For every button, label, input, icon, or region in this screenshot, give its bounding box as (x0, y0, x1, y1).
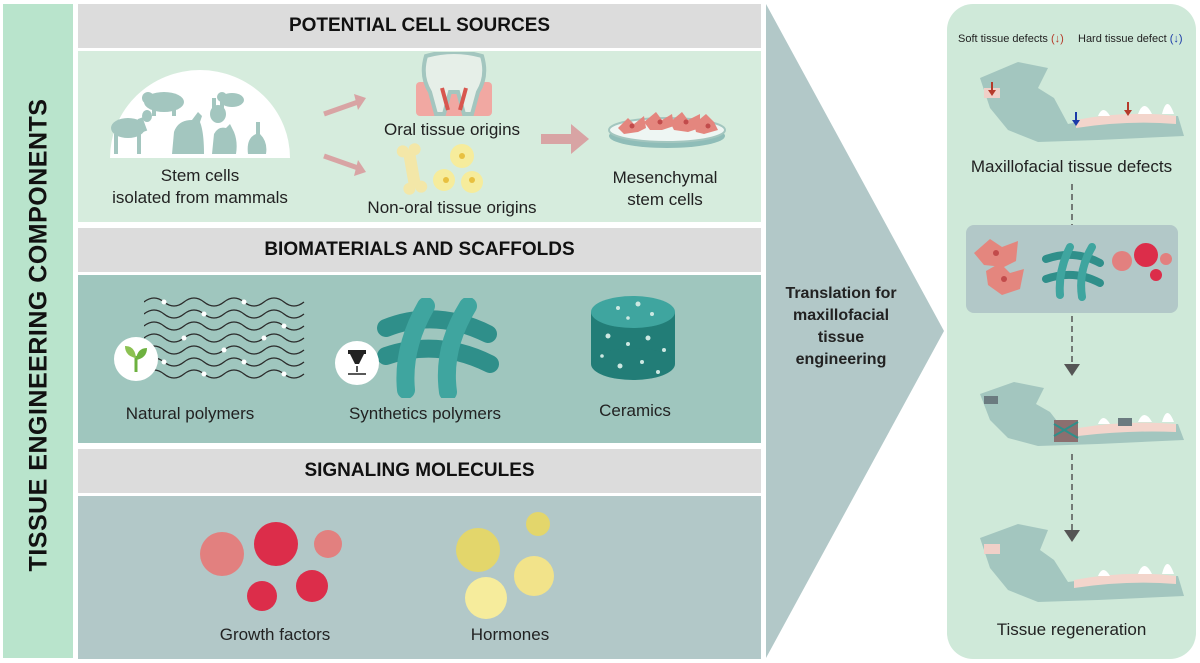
3d-printer-nozzle-icon (335, 341, 379, 385)
msc-label-2: stem cells (627, 190, 703, 209)
translation-line-4: engineering (795, 351, 887, 368)
signaling-section-panel (78, 496, 761, 659)
to-msc-arrow (541, 124, 589, 154)
sidebar-title-bar: TISSUE ENGINEERING COMPONENTS (3, 4, 73, 658)
mammals-illustration (110, 70, 290, 158)
legend-hard-label: Hard tissue defect (↓) (1078, 33, 1183, 45)
defects-label: Maxillofacial tissue defects (970, 157, 1173, 176)
oral-origins-label: Oral tissue origins (383, 120, 521, 139)
petri-dish-illustration (608, 112, 726, 148)
jaw-with-scaffolds-illustration (980, 382, 1184, 446)
biomaterials-section-header: BIOMATERIALS AND SCAFFOLDS (78, 228, 761, 272)
signaling-section-header: SIGNALING MOLECULES (78, 449, 761, 493)
ceramics-label: Ceramics (599, 401, 671, 420)
tooth-illustration (416, 52, 492, 116)
growth-factors-illustration (200, 522, 342, 611)
translation-line-3: tissue (817, 329, 865, 346)
regeneration-label: Tissue regeneration (996, 620, 1147, 639)
translation-arrow (766, 4, 944, 658)
non-oral-origins-label: Non-oral tissue origins (367, 198, 537, 217)
stem-cells-label-1: Stem cells (160, 166, 240, 185)
dashed-arrow-3 (1064, 454, 1080, 542)
dashed-line-1 (1071, 184, 1073, 228)
hormones-label: Hormones (470, 625, 550, 644)
bone-and-cells-illustration (396, 143, 483, 195)
jaw-with-defects-illustration (980, 62, 1184, 142)
leaf-icon (114, 337, 158, 381)
natural-polymers-label: Natural polymers (125, 404, 255, 423)
dashed-arrow-2 (1064, 316, 1080, 376)
translation-line-1: Translation for (785, 285, 897, 302)
translation-line-2: maxillofacial (792, 307, 890, 324)
natural-polymers-illustration (144, 297, 305, 379)
synthetic-polymers-illustration (377, 298, 499, 398)
legend-soft-label: Soft tissue defects (↓) (958, 33, 1064, 45)
ceramics-illustration (591, 296, 675, 380)
cells-section-header: POTENTIAL CELL SOURCES (78, 4, 761, 48)
side-title: TISSUE ENGINEERING COMPONENTS (24, 98, 53, 572)
branch-arrows (323, 94, 366, 176)
msc-label-1: Mesenchymal (612, 168, 718, 187)
growth-factors-label: Growth factors (219, 625, 331, 644)
jaw-regenerated-illustration (980, 524, 1184, 602)
stem-cells-label-2: isolated from mammals (112, 188, 288, 207)
hormones-illustration (456, 512, 554, 619)
components-icons (974, 239, 1172, 301)
synthetic-polymers-label: Synthetics polymers (348, 404, 502, 423)
